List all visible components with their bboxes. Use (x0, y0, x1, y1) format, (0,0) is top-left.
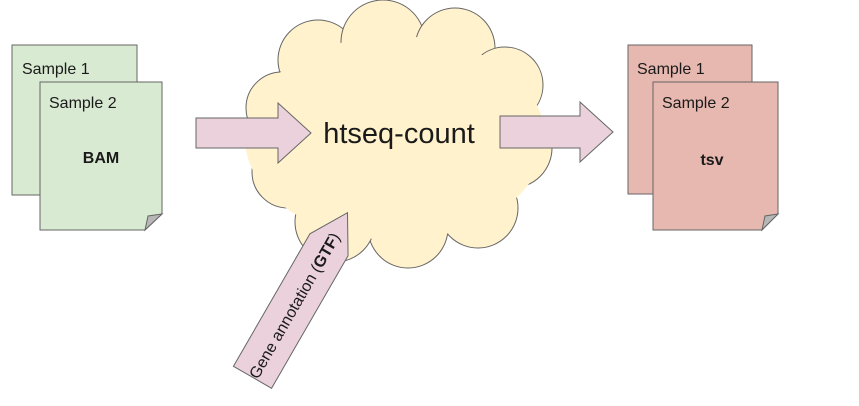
tool-label: htseq-count (323, 118, 475, 150)
output-format-label: tsv (700, 152, 723, 169)
output-doc-back-label: Sample 1 (637, 61, 705, 78)
output-doc-front-fold (761, 213, 780, 232)
input-doc-front-label: Sample 2 (49, 95, 117, 112)
input-doc-back-label: Sample 1 (22, 61, 90, 78)
output-doc-front-label: Sample 2 (662, 95, 730, 112)
input-documents: Sample 1 Sample 2 BAM (11, 44, 164, 232)
input-to-tool-arrow (195, 101, 312, 165)
input-doc-front-fold (144, 213, 164, 232)
annotation-arrow (232, 211, 349, 389)
annotation-label: Gene annotation (GTF) (247, 230, 344, 382)
input-format-label: BAM (83, 150, 119, 167)
output-documents: Sample 1 Sample 2 tsv (627, 44, 780, 232)
tool-to-output-arrow (499, 100, 614, 164)
